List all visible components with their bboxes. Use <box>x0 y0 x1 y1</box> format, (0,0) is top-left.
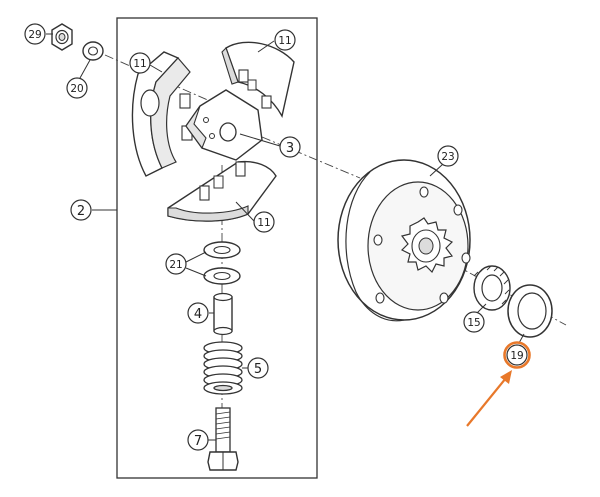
callout-5: 5 <box>247 357 269 379</box>
callout-3: 3 <box>279 136 301 158</box>
leader-lines <box>46 33 525 441</box>
callout-2: 2 <box>70 199 92 221</box>
bolt-part[interactable] <box>207 407 239 471</box>
spring-part[interactable] <box>203 341 243 395</box>
clutch-drum[interactable] <box>337 159 471 322</box>
shim-washers[interactable] <box>203 241 241 285</box>
callout-20: 20 <box>66 77 88 99</box>
pinion-gear <box>400 217 454 274</box>
svg-text:2: 2 <box>77 204 85 219</box>
svg-text:7: 7 <box>194 434 202 449</box>
svg-text:5: 5 <box>254 362 262 377</box>
svg-text:23: 23 <box>441 151 454 163</box>
clutch-shoe-top[interactable] <box>221 41 295 118</box>
svg-text:21: 21 <box>169 259 182 271</box>
callout-11-bottom: 11 <box>253 211 275 233</box>
callout-4: 4 <box>187 302 209 324</box>
needle-bearing[interactable] <box>473 265 511 311</box>
callout-11-left: 11 <box>129 52 151 74</box>
callout-23: 23 <box>437 145 459 167</box>
washer-part[interactable] <box>82 41 104 61</box>
svg-text:11: 11 <box>133 58 146 70</box>
svg-text:29: 29 <box>28 29 41 41</box>
svg-text:11: 11 <box>257 217 270 229</box>
highlight-arrow <box>466 370 512 427</box>
callout-21: 21 <box>165 253 187 275</box>
callout-19-highlighted[interactable]: 19 <box>503 341 531 369</box>
svg-text:19: 19 <box>510 350 523 362</box>
svg-text:4: 4 <box>194 307 202 322</box>
assembly-frame <box>116 17 318 479</box>
callout-29: 29 <box>24 23 46 45</box>
nut-part[interactable] <box>51 23 73 51</box>
clutch-shoe-bottom[interactable] <box>167 160 277 222</box>
callout-15: 15 <box>463 311 485 333</box>
svg-text:20: 20 <box>70 83 83 95</box>
clutch-shoe-left[interactable] <box>131 51 193 177</box>
carrier-plate[interactable] <box>185 89 263 161</box>
svg-text:15: 15 <box>467 317 480 329</box>
svg-text:3: 3 <box>286 141 294 156</box>
sleeve-part[interactable] <box>213 292 233 336</box>
callout-11-top: 11 <box>274 29 296 51</box>
svg-text:11: 11 <box>278 35 291 47</box>
callout-7: 7 <box>187 429 209 451</box>
thrust-washer[interactable] <box>507 284 553 338</box>
